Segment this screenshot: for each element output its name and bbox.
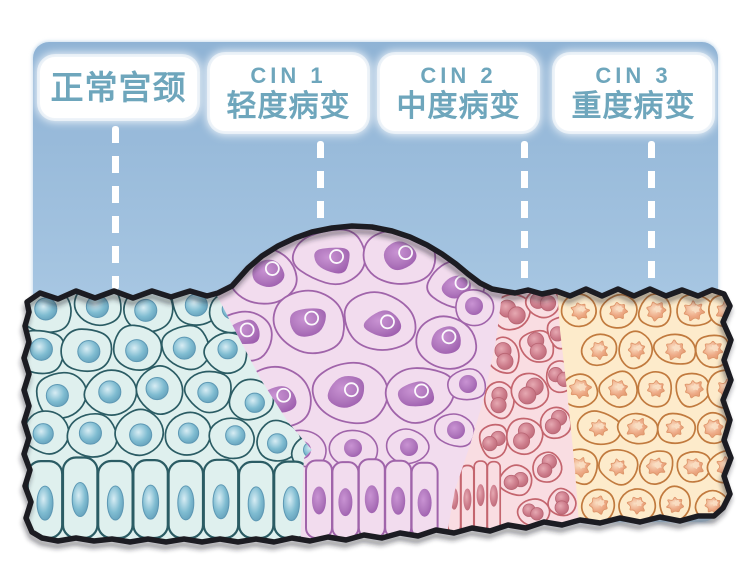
stage-code: CIN 1	[250, 63, 327, 88]
pointer-line-cin3	[648, 141, 655, 290]
tissue-region-cin1	[214, 228, 495, 540]
stage-label-cin3: CIN 3 重度病变	[555, 55, 712, 131]
tissue-outline	[21, 223, 734, 545]
pointer-line-cin2	[521, 141, 528, 288]
stage-code: CIN 3	[595, 63, 672, 88]
tissue-region-cin3	[559, 293, 731, 524]
stage-name: 正常宫颈	[50, 68, 187, 106]
stage-label-cin2: CIN 2 中度病变	[380, 55, 537, 131]
tissue-body	[24, 226, 731, 542]
stage-label-cin1: CIN 1 轻度病变	[210, 55, 367, 131]
pointer-line-cin1	[317, 141, 324, 229]
stage-name: 轻度病变	[226, 89, 351, 123]
pointer-line-normal	[112, 126, 119, 290]
tissue-region-cin2	[444, 287, 577, 533]
stage-name: 中度病变	[396, 89, 521, 123]
stage-label-normal: 正常宫颈	[40, 57, 197, 118]
stage-name: 重度病变	[571, 89, 696, 123]
stage-code: CIN 2	[420, 63, 497, 88]
